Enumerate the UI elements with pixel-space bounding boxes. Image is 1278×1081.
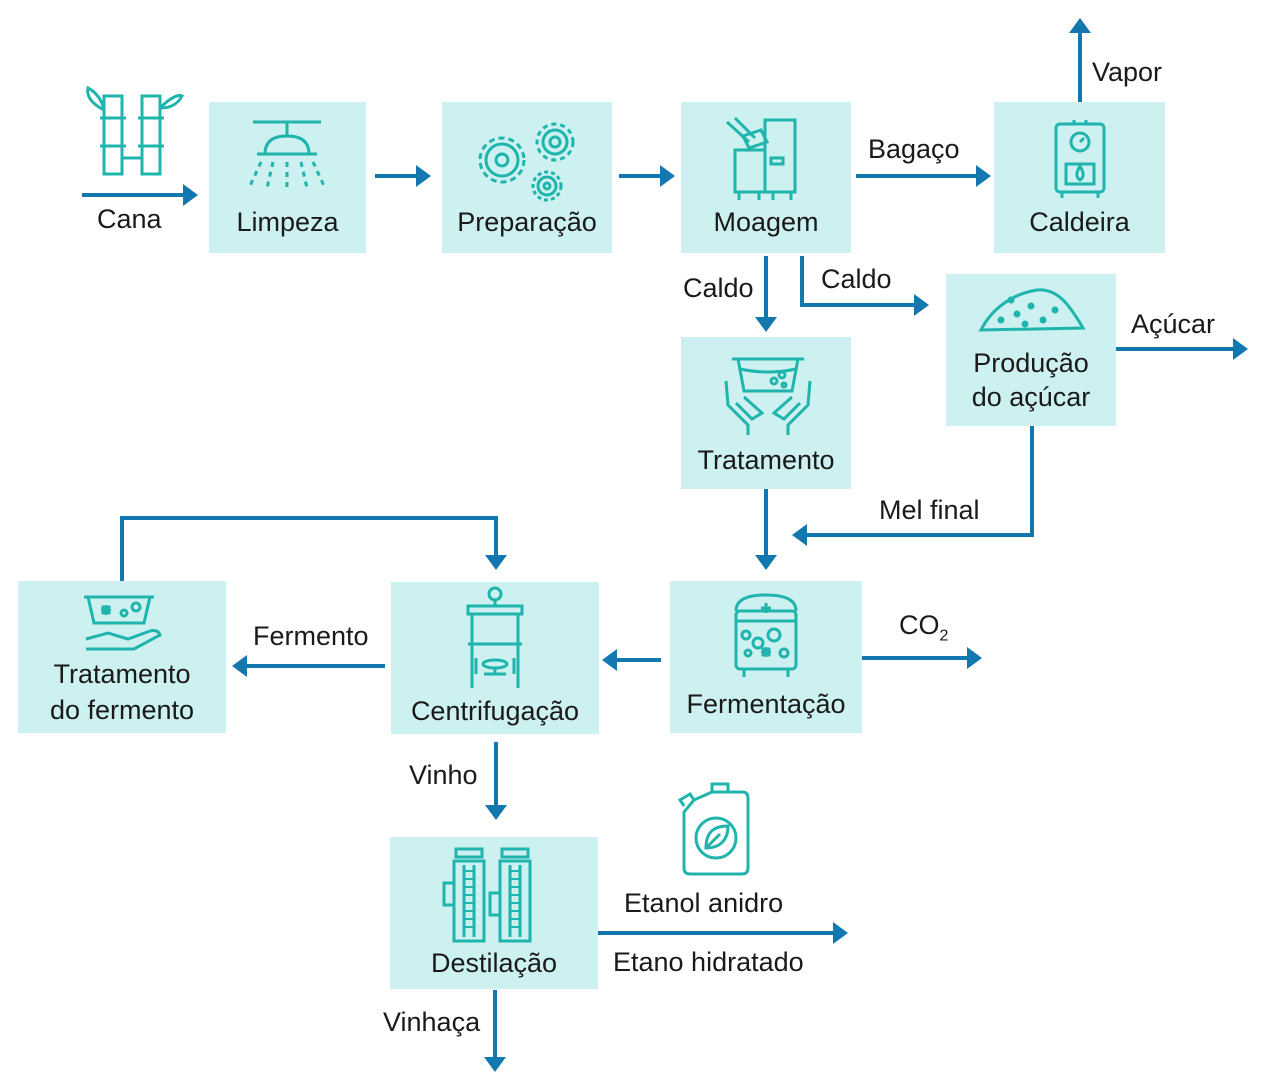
boiler-icon [1054, 120, 1106, 198]
fuel-can-icon [677, 782, 750, 876]
arrowhead [602, 649, 617, 671]
arrowhead [183, 184, 198, 206]
node-label: Limpeza [236, 207, 339, 237]
sprinkler-icon [247, 120, 327, 189]
node-moagem: Moagem [681, 102, 851, 253]
node-label-line1: Produção [973, 348, 1089, 378]
edge-label-mel-final: Mel final [879, 495, 980, 525]
node-label: Caldeira [1029, 207, 1130, 237]
node-tratamento-fermento: Tratamento do fermento [18, 581, 226, 733]
arrowhead [416, 165, 431, 187]
edge-label-etanol-hidratado: Etano hidratado [613, 947, 804, 977]
arrowhead [485, 555, 507, 570]
arrowhead [976, 165, 991, 187]
edge-label-co2: CO2 [899, 610, 948, 645]
arrowhead [755, 317, 777, 332]
node-label-line2: do fermento [49, 695, 195, 725]
node-tratamento: Tratamento [681, 337, 851, 489]
edge-label-caldo-tratamento: Caldo [683, 273, 754, 303]
edge-label-etanol-anidro: Etanol anidro [624, 888, 784, 918]
node-label: Fermentação [686, 689, 846, 719]
distillation-columns-icon [442, 847, 532, 943]
arrowhead [232, 655, 247, 677]
hand-bowl-icon [84, 595, 162, 651]
arrowhead [967, 647, 982, 669]
edge-label-vinhaca: Vinhaça [383, 1007, 481, 1037]
edge-label-cana: Cana [97, 204, 162, 234]
arrowhead [1069, 18, 1091, 33]
node-caldeira: Caldeira [994, 102, 1165, 253]
node-label-line1: Tratamento [53, 659, 191, 689]
arrowhead [484, 1057, 506, 1072]
arrowhead [914, 294, 929, 316]
node-label-line2: do açúcar [971, 382, 1091, 412]
node-destilacao: Destilação [390, 837, 598, 989]
hands-bowl-icon [724, 357, 812, 435]
gears-icon [478, 122, 575, 202]
co2-subscript: 2 [939, 627, 949, 645]
node-label: Destilação [430, 948, 558, 978]
edge-label-acucar: Açúcar [1131, 309, 1216, 339]
node-label: Tratamento [697, 445, 835, 475]
arrowhead [660, 165, 675, 187]
arrow-fermento-retorno [120, 516, 498, 581]
mill-icon [725, 116, 797, 200]
centrifuge-icon [466, 586, 524, 688]
node-label: Centrifugação [410, 696, 580, 726]
fermentation-tank-icon [734, 593, 798, 677]
node-limpeza: Limpeza [209, 102, 366, 253]
arrow-mel-final [806, 426, 1034, 537]
sugar-pile-icon [978, 288, 1086, 332]
edge-label-bagaco: Bagaço [868, 134, 960, 164]
arrowhead [792, 524, 807, 546]
arrowhead [833, 922, 848, 944]
arrowhead [1233, 338, 1248, 360]
node-producao-acucar: Produção do açúcar [946, 274, 1116, 426]
arrowhead [485, 805, 507, 820]
arrow-caldo-producao [800, 256, 915, 307]
arrowhead [755, 555, 777, 570]
co2-text: CO [899, 610, 940, 640]
node-label: Moagem [713, 207, 819, 237]
edge-label-caldo-producao: Caldo [821, 264, 892, 294]
edge-label-vapor: Vapor [1092, 57, 1163, 87]
node-centrifugacao: Centrifugação [391, 582, 599, 734]
node-preparacao: Preparação [442, 102, 612, 253]
node-label: Preparação [457, 207, 597, 237]
sugarcane-icon [86, 85, 185, 176]
edge-label-vinho: Vinho [409, 760, 478, 790]
edge-label-fermento: Fermento [253, 621, 369, 651]
node-fermentacao: Fermentação [670, 581, 862, 733]
